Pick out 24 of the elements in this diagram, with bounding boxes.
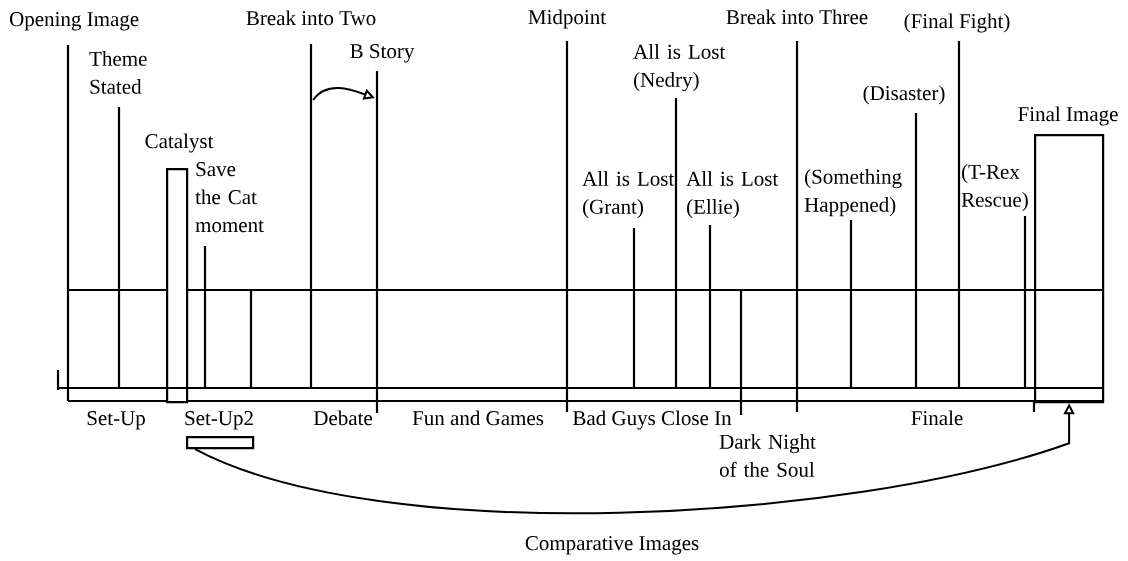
beat-label: Break into Two <box>246 10 376 26</box>
beat-label: Set-Up2 <box>185 411 253 430</box>
beat-label: Bad Guys Close In <box>573 410 732 430</box>
beat-label: Opening Image <box>9 12 139 31</box>
beat-label: All is Lost (Ellie) <box>686 171 779 219</box>
beat-label: All is Lost (Nedry) <box>633 44 726 92</box>
beat-label: All is Lost (Grant) <box>582 171 675 219</box>
beat-label: Finale <box>911 410 963 426</box>
beat-label: (Something Happened) <box>804 169 902 217</box>
node-label: Final Image <box>1018 106 1118 126</box>
beat-label: Break into Three <box>726 9 868 25</box>
beat-label: (Disaster) <box>863 85 945 105</box>
node-label: Catalyst <box>145 133 214 153</box>
beat-label: B Story <box>350 44 415 63</box>
edge-label: Comparative Images <box>523 535 701 556</box>
beat-label: (Final Fight) <box>904 13 1010 33</box>
beat-label: Debate <box>313 410 372 426</box>
beat-label: Fun and Games <box>412 410 544 426</box>
beat-label: Midpoint <box>528 9 606 29</box>
marker-box <box>186 436 255 450</box>
beat-label: Dark Night of the Soul <box>719 434 816 477</box>
beat-label: Theme Stated <box>89 51 147 94</box>
beat-label: Set-Up <box>87 411 145 430</box>
beat-label: Save the Cat moment <box>195 162 264 233</box>
